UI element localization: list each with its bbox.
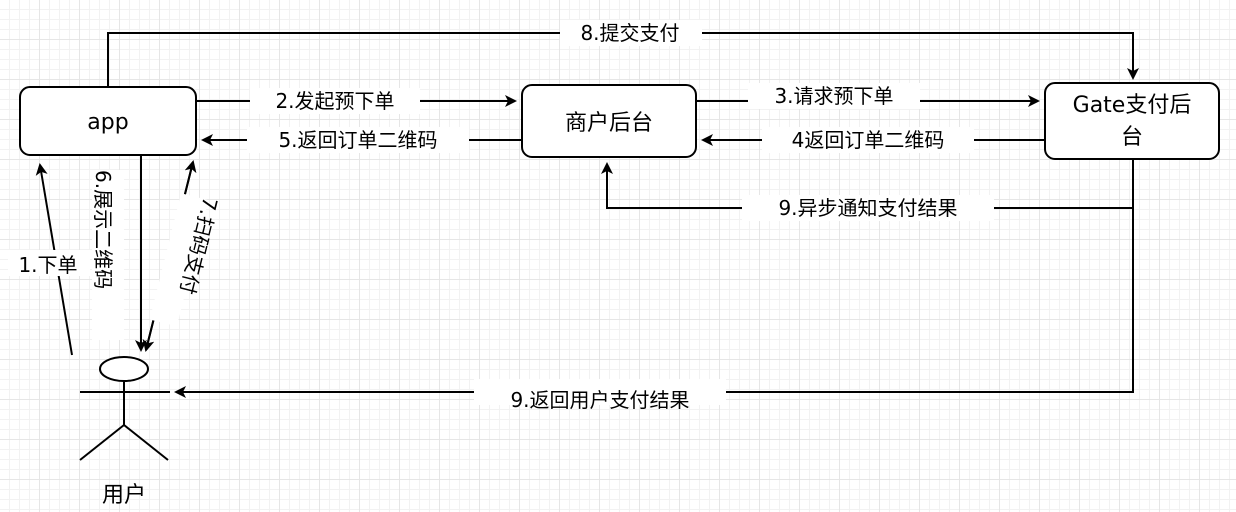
edge-return-qrcode-to-app: 5.返回订单二维码 (201, 127, 522, 153)
gate-payment-node[interactable]: Gate支付后 台 (1044, 82, 1220, 160)
edge-label-async-notify: 9.异步通知支付结果 (778, 196, 957, 220)
edge-submit-payment: 8.提交支付 (107, 20, 1139, 87)
user-head (99, 356, 149, 382)
gate-payment-label-line1: Gate支付后 (1073, 93, 1192, 118)
user-actor[interactable]: 用户 (79, 356, 170, 508)
merchant-backend-label: 商户后台 (565, 111, 653, 136)
edge-label-request-preorder: 3.请求预下单 (774, 84, 893, 108)
gate-payment-label-line2: 台 (1121, 125, 1143, 150)
edge-return-result-to-user: 9.返回用户支付结果 (174, 208, 1134, 412)
edge-return-qrcode-to-merchant: 4返回订单二维码 (701, 127, 1045, 153)
edge-label-show-qrcode: 6.展示二维码 (91, 170, 115, 289)
edge-async-notify: 9.异步通知支付结果 (601, 159, 1134, 221)
edge-label-return-result-to-user: 9.返回用户支付结果 (510, 388, 689, 412)
app-node[interactable]: app (19, 86, 197, 156)
edge-place-order: 1.下单 (8, 163, 90, 356)
edge-scan-pay: 7.扫码支付 (142, 160, 222, 352)
edge-label-place-order: 1.下单 (18, 253, 77, 277)
edge-label-submit-payment: 8.提交支付 (580, 21, 679, 45)
merchant-backend-node[interactable]: 商户后台 (521, 84, 697, 158)
edge-label-return-qrcode-to-merchant: 4返回订单二维码 (792, 128, 945, 152)
edge-label-return-qrcode-to-app: 5.返回订单二维码 (278, 128, 437, 152)
edge-initiate-preorder: 2.发起预下单 (196, 88, 517, 114)
edge-request-preorder: 3.请求预下单 (696, 83, 1040, 109)
edge-show-qrcode: 6.展示二维码 (91, 155, 147, 352)
edge-label-initiate-preorder: 2.发起预下单 (275, 89, 394, 113)
user-label: 用户 (102, 483, 146, 508)
app-label: app (87, 110, 128, 135)
